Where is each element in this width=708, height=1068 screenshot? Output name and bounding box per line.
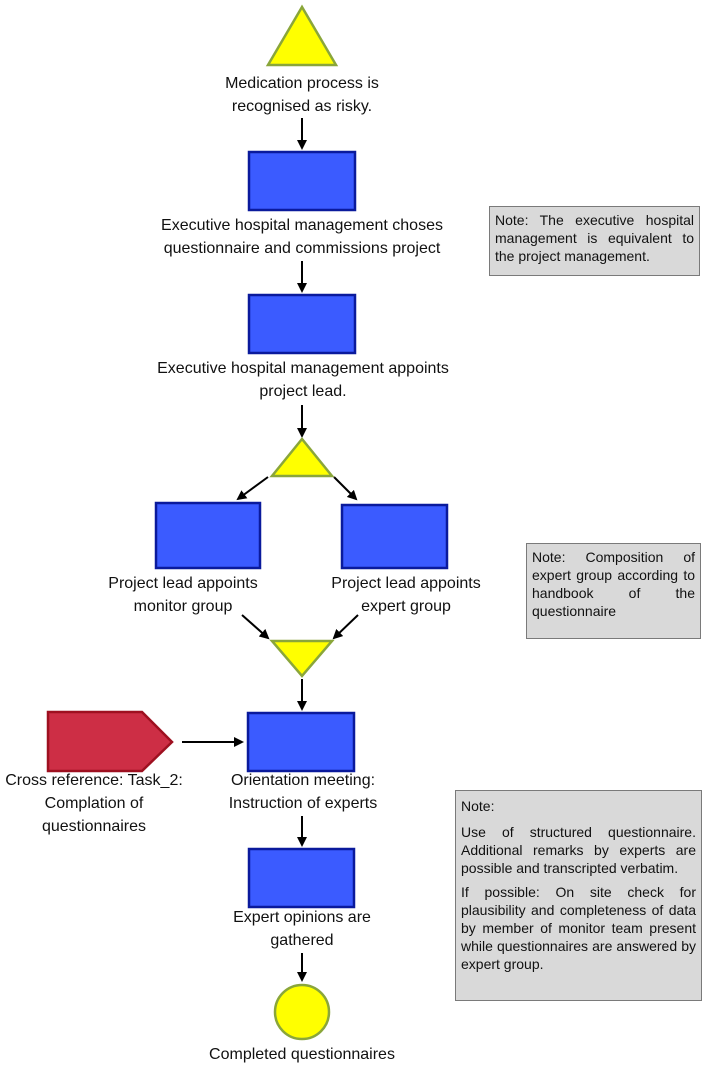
appoint-lead-function-label: Executive hospital management appoints p…	[157, 360, 449, 400]
appoint-lead-function-box	[247, 293, 357, 355]
opinions-function-label: Expert opinions are gathered	[233, 909, 371, 949]
start-event-triangle	[265, 4, 339, 67]
orientation-function-label: Orientation meeting: Instruction of expe…	[228, 772, 378, 812]
choose-function-box	[247, 150, 357, 212]
questionnaire-note-title: Note:	[461, 798, 495, 814]
expert-group-function-box	[340, 503, 449, 570]
questionnaire-note-p2: If possible: On site check for plausibil…	[461, 884, 696, 972]
orientation-function-box	[246, 711, 356, 773]
monitor-group-function-box	[154, 501, 262, 570]
management-note: Note: The executive hospital management …	[489, 206, 700, 276]
arrow-monitor-to-join	[241, 614, 270, 640]
arrow-split-to-monitor	[236, 476, 269, 501]
join-connector-triangle	[269, 639, 335, 678]
cross-reference-label: Cross reference: Task_2: Complation of q…	[5, 772, 183, 835]
opinions-function-box	[247, 847, 356, 909]
split-connector-triangle	[269, 437, 335, 478]
start-event-label: Medication process is recognised as risk…	[225, 75, 379, 115]
arrow-expert-to-join	[332, 614, 359, 640]
end-event-label: Completed questionnaires	[209, 1046, 395, 1063]
questionnaire-note-p1: Use of structured questionnaire. Additio…	[461, 824, 696, 876]
end-event-circle	[273, 983, 331, 1041]
cross-reference-shape	[46, 710, 174, 773]
questionnaire-note: Note: Use of structured questionnaire. A…	[455, 790, 702, 1001]
expert-group-label: Project lead appoints expert group	[331, 575, 481, 615]
choose-function-label: Executive hospital management choses que…	[161, 217, 443, 257]
arrow-split-to-expert	[333, 476, 358, 501]
composition-note: Note: Composition of expert group accord…	[526, 543, 701, 639]
monitor-group-label: Project lead appoints monitor group	[108, 575, 258, 615]
